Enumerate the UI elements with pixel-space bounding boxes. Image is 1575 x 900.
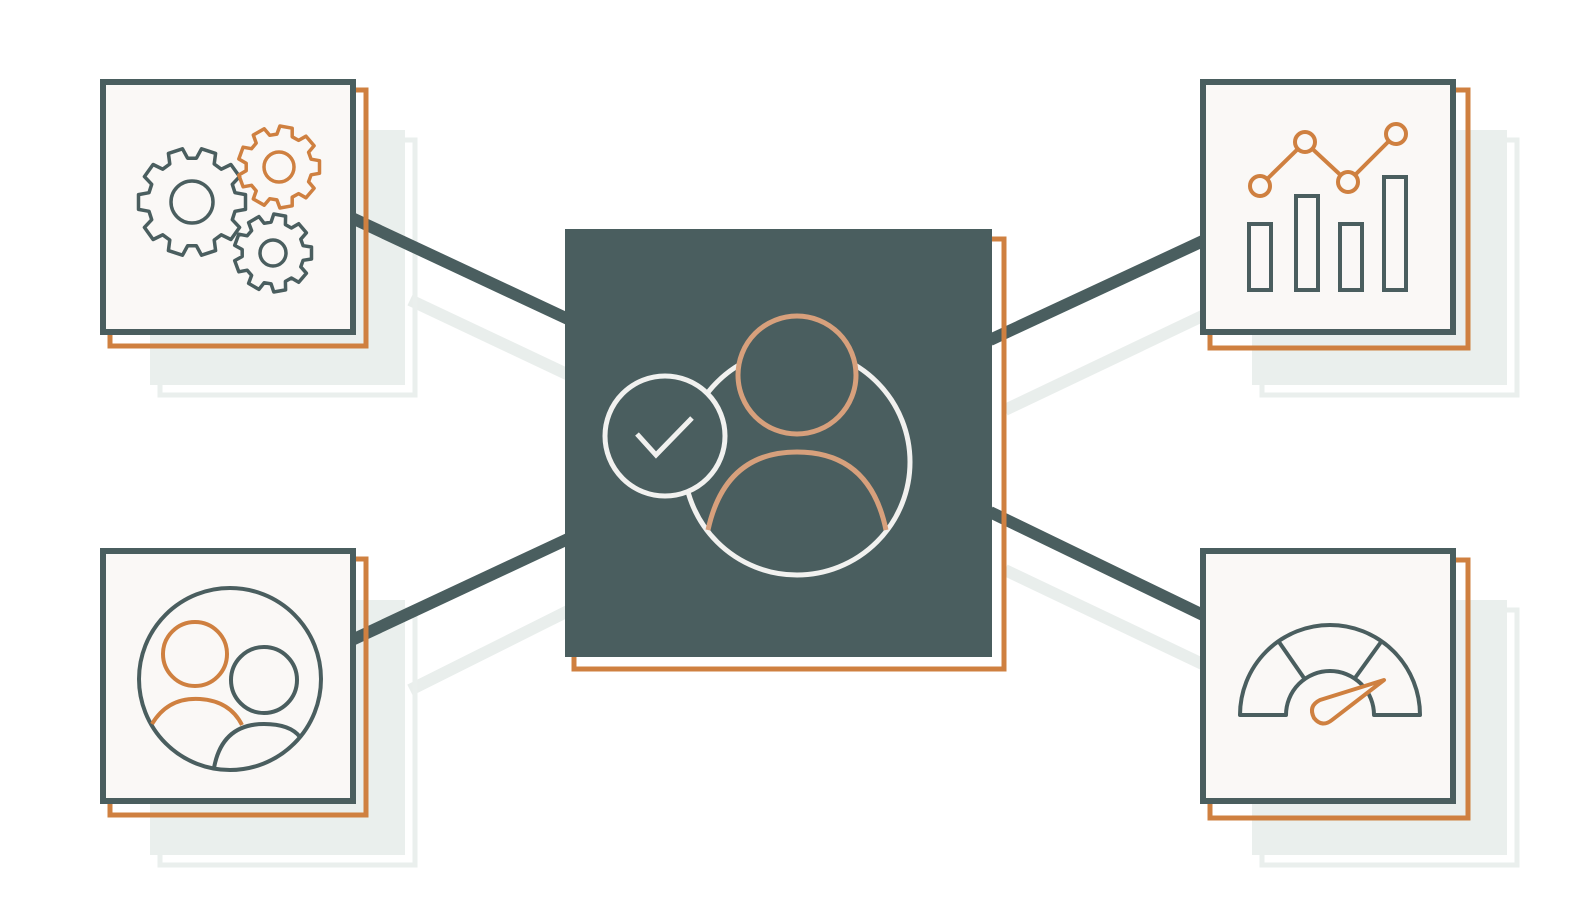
connector-bottom-right [987, 506, 1208, 622]
gear-hole [258, 238, 288, 268]
connector-bottom-left [349, 532, 573, 646]
gear-hole [262, 150, 296, 184]
node-bottom-right [1200, 548, 1471, 821]
analytics-chart-icon [1247, 122, 1408, 292]
team-users-icon [137, 586, 323, 772]
gears-icon [136, 124, 322, 294]
connector-top-right [987, 234, 1208, 346]
connector-top-left [349, 212, 573, 326]
connectors [349, 212, 1208, 646]
gear-outline [237, 124, 322, 210]
user-check-icon [602, 313, 913, 578]
hub-card [565, 229, 1007, 672]
speedometer-gauge-icon [1238, 623, 1422, 726]
node-top-right [1200, 79, 1471, 351]
gear-hole [169, 179, 215, 225]
shadow-connectors [407, 294, 1218, 696]
gear-outline [232, 212, 314, 294]
node-bottom-left [100, 548, 369, 818]
node-top-left [100, 79, 369, 349]
gear-outline [136, 147, 248, 257]
